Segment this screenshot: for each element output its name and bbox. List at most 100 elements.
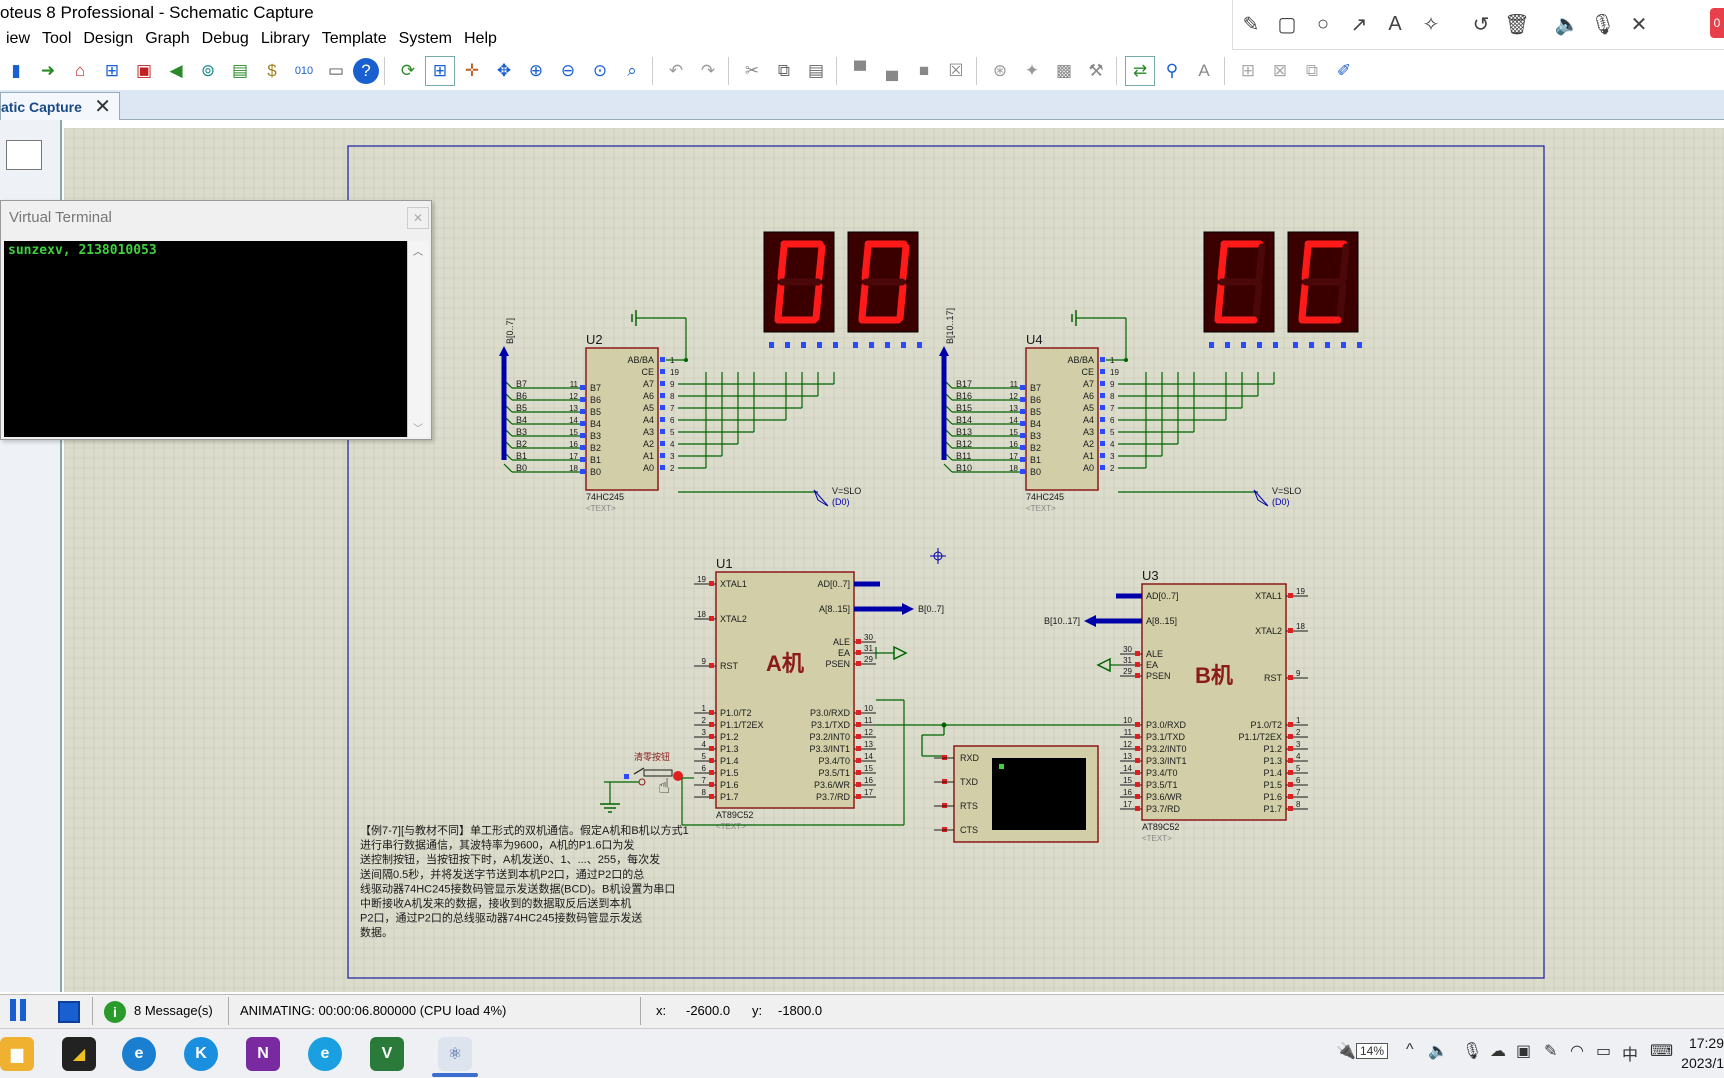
zoom-all-icon[interactable]: ⊙ — [592, 61, 608, 80]
pause-button[interactable] — [10, 999, 32, 1023]
menu-library[interactable]: Library — [260, 30, 310, 47]
circle-icon[interactable]: ○ — [1316, 13, 1330, 35]
new-icon[interactable]: ▮ — [11, 61, 21, 80]
ime-indicator[interactable]: 中 — [1622, 1047, 1639, 1064]
trash-icon[interactable]: 🗑 — [1504, 14, 1530, 36]
chevron-down-icon[interactable]: ﹀ — [413, 424, 423, 435]
menu-debug[interactable]: Debug — [201, 30, 249, 47]
document-icon[interactable]: ▭ — [327, 61, 345, 80]
u3-pin-name: XTAL2 — [1255, 626, 1282, 636]
proteus-taskbar-icon[interactable]: ⚛ — [438, 1037, 472, 1071]
redo-icon[interactable]: ↷ — [700, 61, 716, 80]
menu-view[interactable]: iew — [6, 30, 31, 47]
chevron-up-icon[interactable]: ︿ — [413, 247, 423, 258]
menu-system[interactable]: System — [398, 30, 452, 47]
undo-icon[interactable]: ↺ — [1472, 14, 1490, 36]
help-icon[interactable]: ? — [353, 58, 379, 84]
tab-schematic-capture[interactable]: atic Capture ✕ — [0, 92, 120, 120]
menu-tool[interactable]: Tool — [42, 30, 72, 47]
close-icon[interactable]: ✕ — [407, 207, 429, 229]
speaker-icon[interactable]: 🔈 — [1554, 14, 1580, 36]
close-icon[interactable]: ✕ — [1630, 14, 1648, 36]
screen-icon[interactable]: ▭ — [1596, 1043, 1612, 1060]
virtual-terminal-window[interactable]: Virtual Terminal ✕ sunzexv, 2138010053 ︿… — [0, 200, 432, 440]
block-copy-icon[interactable]: ▀ — [853, 61, 867, 80]
spreadsheet-app-icon[interactable]: V — [370, 1037, 404, 1071]
pen-icon[interactable]: ✎ — [1544, 1043, 1558, 1060]
wire-autorouter-icon[interactable]: ⇄ — [1125, 56, 1155, 86]
menu-template[interactable]: Template — [321, 30, 387, 47]
onenote-icon[interactable]: N — [246, 1037, 280, 1071]
zoom-in-icon[interactable]: ⊕ — [528, 61, 544, 80]
wifi-icon[interactable]: ◠ — [1570, 1043, 1584, 1060]
paste-icon[interactable]: ▤ — [807, 61, 825, 80]
rectangle-icon[interactable]: ▢ — [1277, 14, 1297, 36]
keyboard-icon[interactable]: ⌨ — [1650, 1043, 1674, 1060]
component-mode-icon[interactable] — [6, 140, 42, 170]
description-text: 中断接收A机发来的数据，接收到的数据取反后送到本机 — [360, 896, 631, 910]
binary-icon[interactable]: 010 — [294, 65, 314, 77]
sticky-notes-icon[interactable]: ◢ — [62, 1037, 96, 1071]
edge-browser-icon[interactable]: e — [122, 1037, 156, 1071]
microphone-icon[interactable]: 🎙 — [1462, 1043, 1483, 1060]
pan-icon[interactable]: ✥ — [496, 61, 512, 80]
u1-pin-name: P1.2 — [720, 732, 739, 742]
battery-indicator[interactable]: 14% — [1356, 1043, 1389, 1059]
block-rotate-icon[interactable]: ■ — [918, 61, 930, 80]
decompose-icon[interactable]: ⚒ — [1088, 61, 1104, 80]
stop-button[interactable] — [58, 1001, 80, 1023]
clock[interactable]: 17:29 2023/1 — [1681, 1033, 1724, 1073]
property-tool-icon[interactable]: A — [1198, 61, 1210, 80]
cut-icon[interactable]: ✂ — [744, 61, 760, 80]
zoom-out-icon[interactable]: ⊖ — [560, 61, 576, 80]
block-move-icon[interactable]: ▄ — [885, 61, 899, 80]
3d-icon[interactable]: ▤ — [231, 61, 249, 80]
chevron-up-icon[interactable]: ^ — [1406, 1041, 1414, 1058]
grid-icon[interactable]: ⊞ — [425, 56, 455, 86]
origin-icon[interactable]: ✛ — [464, 61, 480, 80]
menu-design[interactable]: Design — [83, 30, 134, 47]
file-explorer-icon[interactable]: ▆ — [0, 1037, 34, 1071]
microphone-icon[interactable]: 🎙 — [1590, 14, 1616, 36]
u2-bus-label: B[0..7] — [505, 318, 515, 344]
u3-pin-num: 30 — [1123, 645, 1132, 654]
block-delete-icon[interactable]: ☒ — [948, 61, 964, 80]
cloud-icon[interactable]: ☁ — [1490, 1043, 1506, 1060]
annotation-badge[interactable]: 0 — [1710, 8, 1724, 38]
child-sheet-icon[interactable]: ⧉ — [1305, 61, 1319, 80]
pen-icon[interactable]: ✎ — [1242, 14, 1260, 36]
netlist-icon[interactable]: ✐ — [1336, 61, 1352, 80]
search-icon[interactable]: ⚲ — [1165, 61, 1179, 80]
tab-close-icon[interactable]: ✕ — [94, 96, 111, 118]
schematic-icon[interactable]: ⊞ — [104, 61, 120, 80]
chip-icon[interactable]: ▣ — [135, 61, 153, 80]
messages-count[interactable]: 8 Message(s) — [134, 1003, 213, 1018]
new-sheet-icon[interactable]: ⊞ — [1240, 61, 1256, 80]
refresh-icon[interactable]: ⟳ — [400, 61, 416, 80]
undo-icon[interactable]: ↶ — [668, 61, 684, 80]
make-device-icon[interactable]: ✦ — [1024, 61, 1040, 80]
terminal-screen[interactable]: sunzexv, 2138010053 — [4, 241, 408, 437]
import-icon[interactable]: ➜ — [40, 61, 56, 80]
k-app-icon[interactable]: K — [184, 1037, 218, 1071]
home-icon[interactable]: ⌂ — [74, 61, 86, 80]
u4-net-label: B13 — [956, 427, 972, 437]
gerber-icon[interactable]: ⊚ — [200, 61, 216, 80]
menu-help[interactable]: Help — [463, 30, 497, 47]
back-icon[interactable]: ◀ — [169, 61, 183, 80]
text-icon[interactable]: A — [1388, 13, 1402, 35]
remove-sheet-icon[interactable]: ⊠ — [1272, 61, 1288, 80]
ie-browser-icon[interactable]: e — [308, 1037, 342, 1071]
arrow-icon[interactable]: ↗ — [1350, 14, 1368, 36]
pick-device-icon[interactable]: ⊛ — [992, 61, 1008, 80]
zoom-area-icon[interactable]: ⌕ — [627, 61, 637, 80]
bom-icon[interactable]: $ — [267, 61, 277, 80]
display-icon[interactable]: ▣ — [1516, 1043, 1532, 1060]
terminal-scrollbar[interactable]: ︿ ﹀ — [407, 241, 429, 437]
copy-icon[interactable]: ⧉ — [777, 61, 791, 80]
menu-graph[interactable]: Graph — [145, 30, 190, 47]
magic-wand-icon[interactable]: ✧ — [1422, 14, 1440, 36]
packaging-icon[interactable]: ▩ — [1055, 61, 1073, 80]
volume-icon[interactable]: 🔈 — [1428, 1043, 1448, 1060]
display-left-2-pin-marker — [853, 342, 858, 348]
